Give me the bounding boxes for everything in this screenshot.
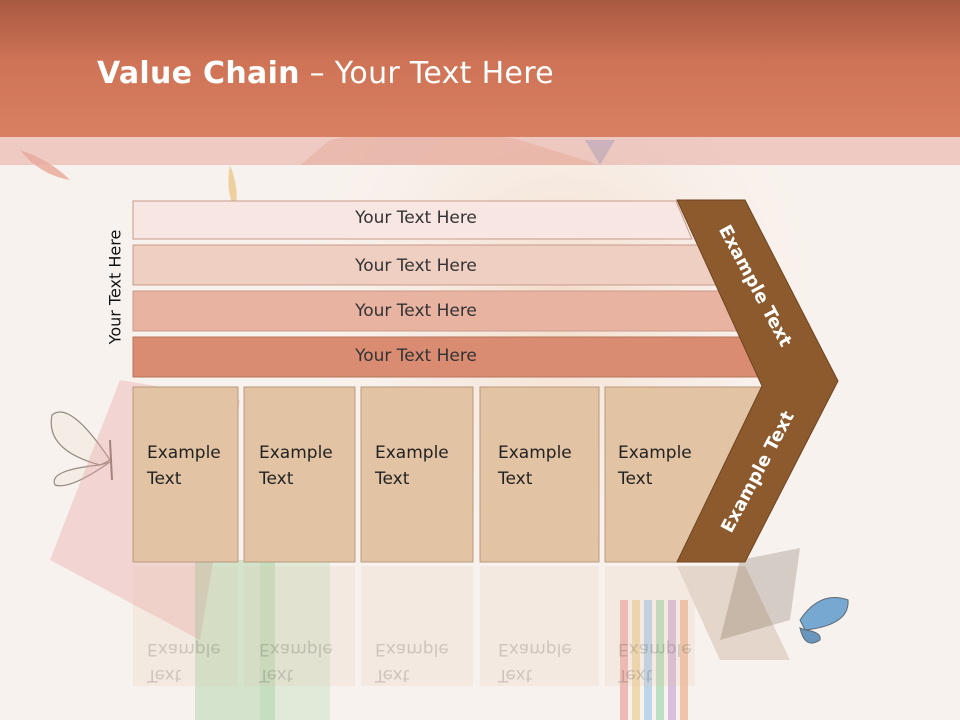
row-label-4: Your Text Here xyxy=(355,346,477,366)
box-label-5: Example Text xyxy=(618,440,728,492)
butterfly-right-icon xyxy=(799,597,849,644)
title-rest: – Your Text Here xyxy=(299,56,554,91)
box-label-1-line2: Text xyxy=(147,469,182,489)
box-label-4-line1: Example xyxy=(498,443,572,463)
box-label-2-line2: Text xyxy=(259,469,294,489)
row-bar-1 xyxy=(132,200,693,240)
box-3 xyxy=(360,386,474,563)
page-title: Value Chain – Your Text Here xyxy=(97,56,554,91)
box-label-2-line1: Example xyxy=(259,443,333,463)
box-2 xyxy=(243,386,356,563)
title-bold: Value Chain xyxy=(97,56,300,91)
box-label-3-line1: Example xyxy=(375,443,449,463)
box-label-1-line1: Example xyxy=(147,443,221,463)
box-label-4-line2: Text xyxy=(498,469,533,489)
row-label-3: Your Text Here xyxy=(355,301,477,321)
butterfly-left-icon xyxy=(50,411,113,487)
row-label-1: Your Text Here xyxy=(355,208,477,228)
box-label-5-line1: Example xyxy=(618,443,692,463)
box-label-5-line2: Text xyxy=(618,469,653,489)
chevron-arrow xyxy=(676,199,839,563)
header-bar xyxy=(0,0,960,137)
box-4 xyxy=(479,386,600,563)
box-label-3: Example Text xyxy=(375,440,485,492)
box-label-3-line2: Text xyxy=(375,469,410,489)
box-1 xyxy=(132,386,239,563)
reflection xyxy=(133,566,790,686)
box-label-1: Example Text xyxy=(147,440,257,492)
box-label-4: Example Text xyxy=(498,440,608,492)
row-label-2: Your Text Here xyxy=(355,256,477,276)
box-label-2: Example Text xyxy=(259,440,369,492)
header-band xyxy=(0,137,960,165)
